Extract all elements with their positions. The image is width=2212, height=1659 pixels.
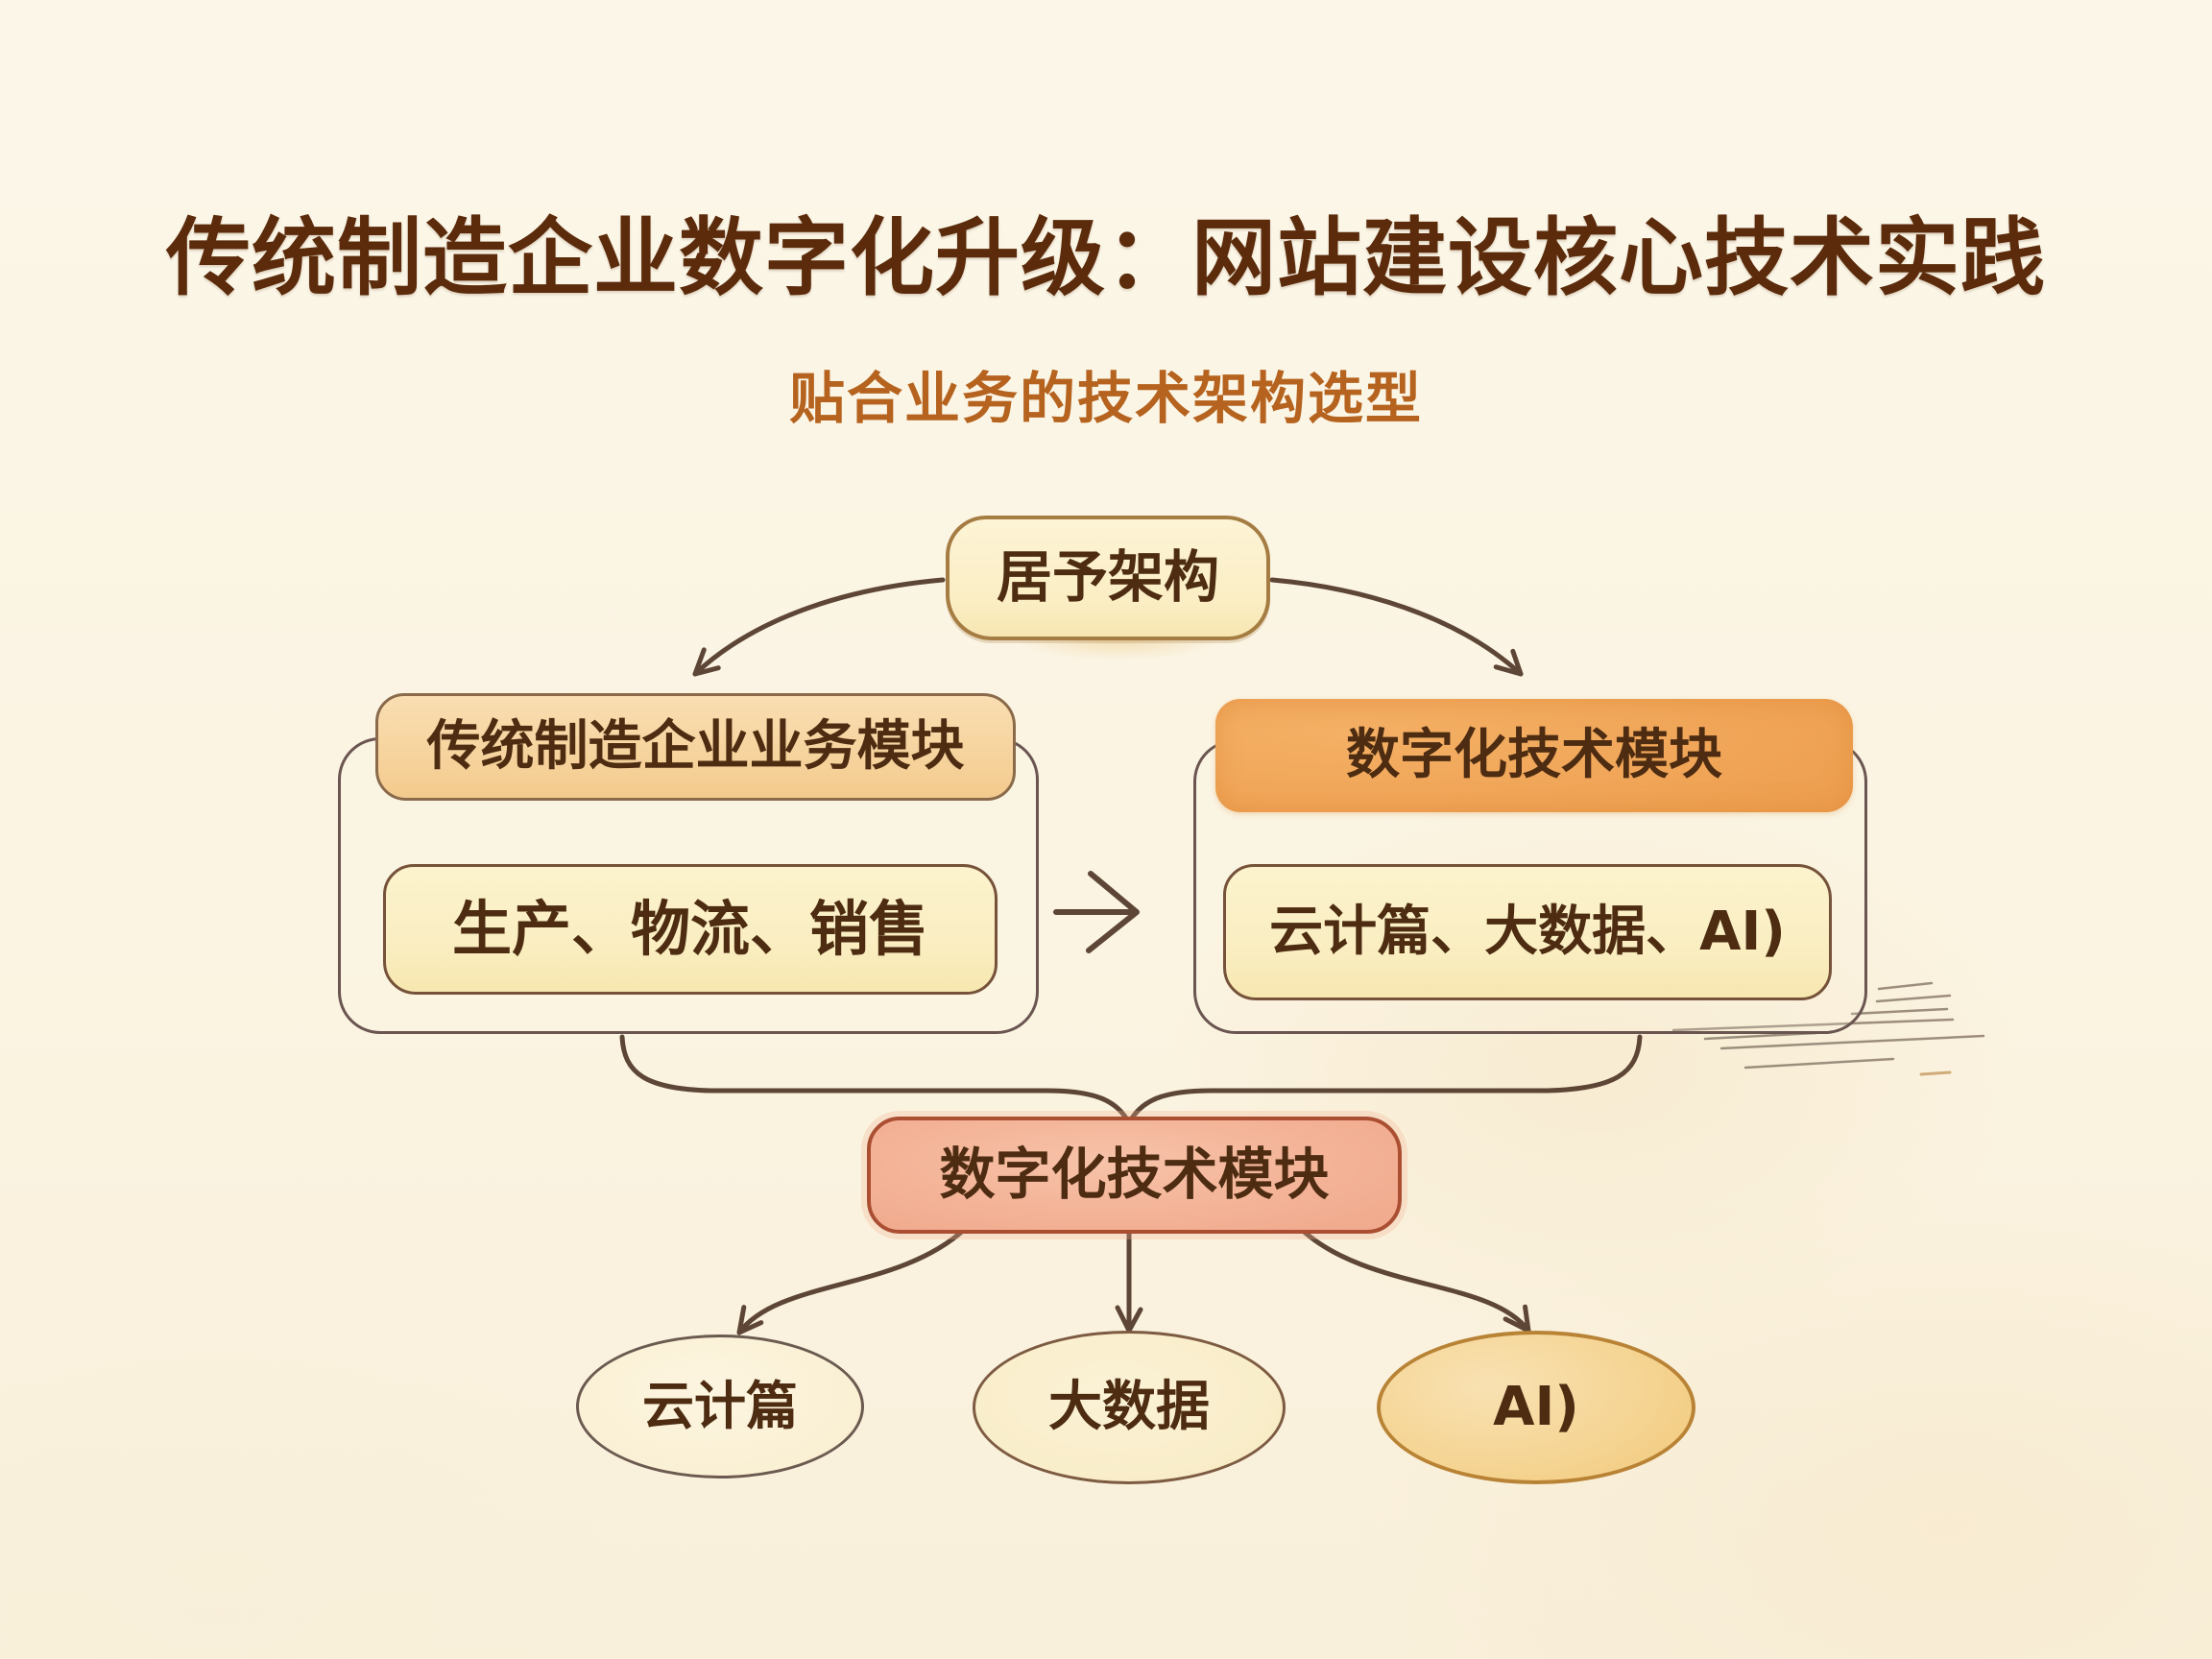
business-header-label: 传统制造企业业务模块 bbox=[426, 715, 965, 779]
leaf-cloud-computing: 云计篇 bbox=[576, 1334, 864, 1479]
arrow-root-to-tech bbox=[1269, 577, 1524, 677]
merge-brace bbox=[619, 1034, 1643, 1129]
arrow-root-to-business bbox=[692, 577, 946, 677]
node-tech-header: 数字化技术模块 bbox=[1215, 699, 1853, 812]
node-business-items: 生产、物流、销售 bbox=[383, 864, 998, 995]
tech-header-label: 数字化技术模块 bbox=[1346, 724, 1722, 787]
node-business-header: 传统制造企业业务模块 bbox=[375, 693, 1016, 801]
node-root-label: 居予架构 bbox=[996, 544, 1219, 611]
leaf-ai-label: AI) bbox=[1493, 1376, 1579, 1439]
merge-label: 数字化技术模块 bbox=[939, 1142, 1330, 1208]
arrow-merge-to-ai bbox=[1298, 1226, 1531, 1334]
arrow-business-to-tech-icon bbox=[1053, 871, 1140, 953]
page-title: 传统制造企业数字化升级：网站建设核心技术实践 bbox=[165, 208, 2046, 307]
leaf-big-data: 大数据 bbox=[973, 1331, 1286, 1484]
arrow-merge-to-cloud bbox=[736, 1226, 968, 1335]
page-subtitle: 贴合业务的技术架构选型 bbox=[788, 366, 1423, 431]
business-items-label: 生产、物流、销售 bbox=[451, 893, 928, 964]
leaf-bigdata-label: 大数据 bbox=[1048, 1376, 1210, 1439]
pencil-hatch-marks bbox=[1671, 981, 1985, 1076]
node-tech-items: 云计篇、大数据、AI) bbox=[1223, 864, 1832, 1000]
node-merge-tech-module: 数字化技术模块 bbox=[867, 1117, 1402, 1234]
leaf-ai: AI) bbox=[1377, 1331, 1695, 1484]
node-root-architecture: 居予架构 bbox=[946, 516, 1270, 640]
tech-items-label: 云计篇、大数据、AI) bbox=[1269, 901, 1786, 964]
leaf-cloud-label: 云计篇 bbox=[642, 1376, 798, 1437]
